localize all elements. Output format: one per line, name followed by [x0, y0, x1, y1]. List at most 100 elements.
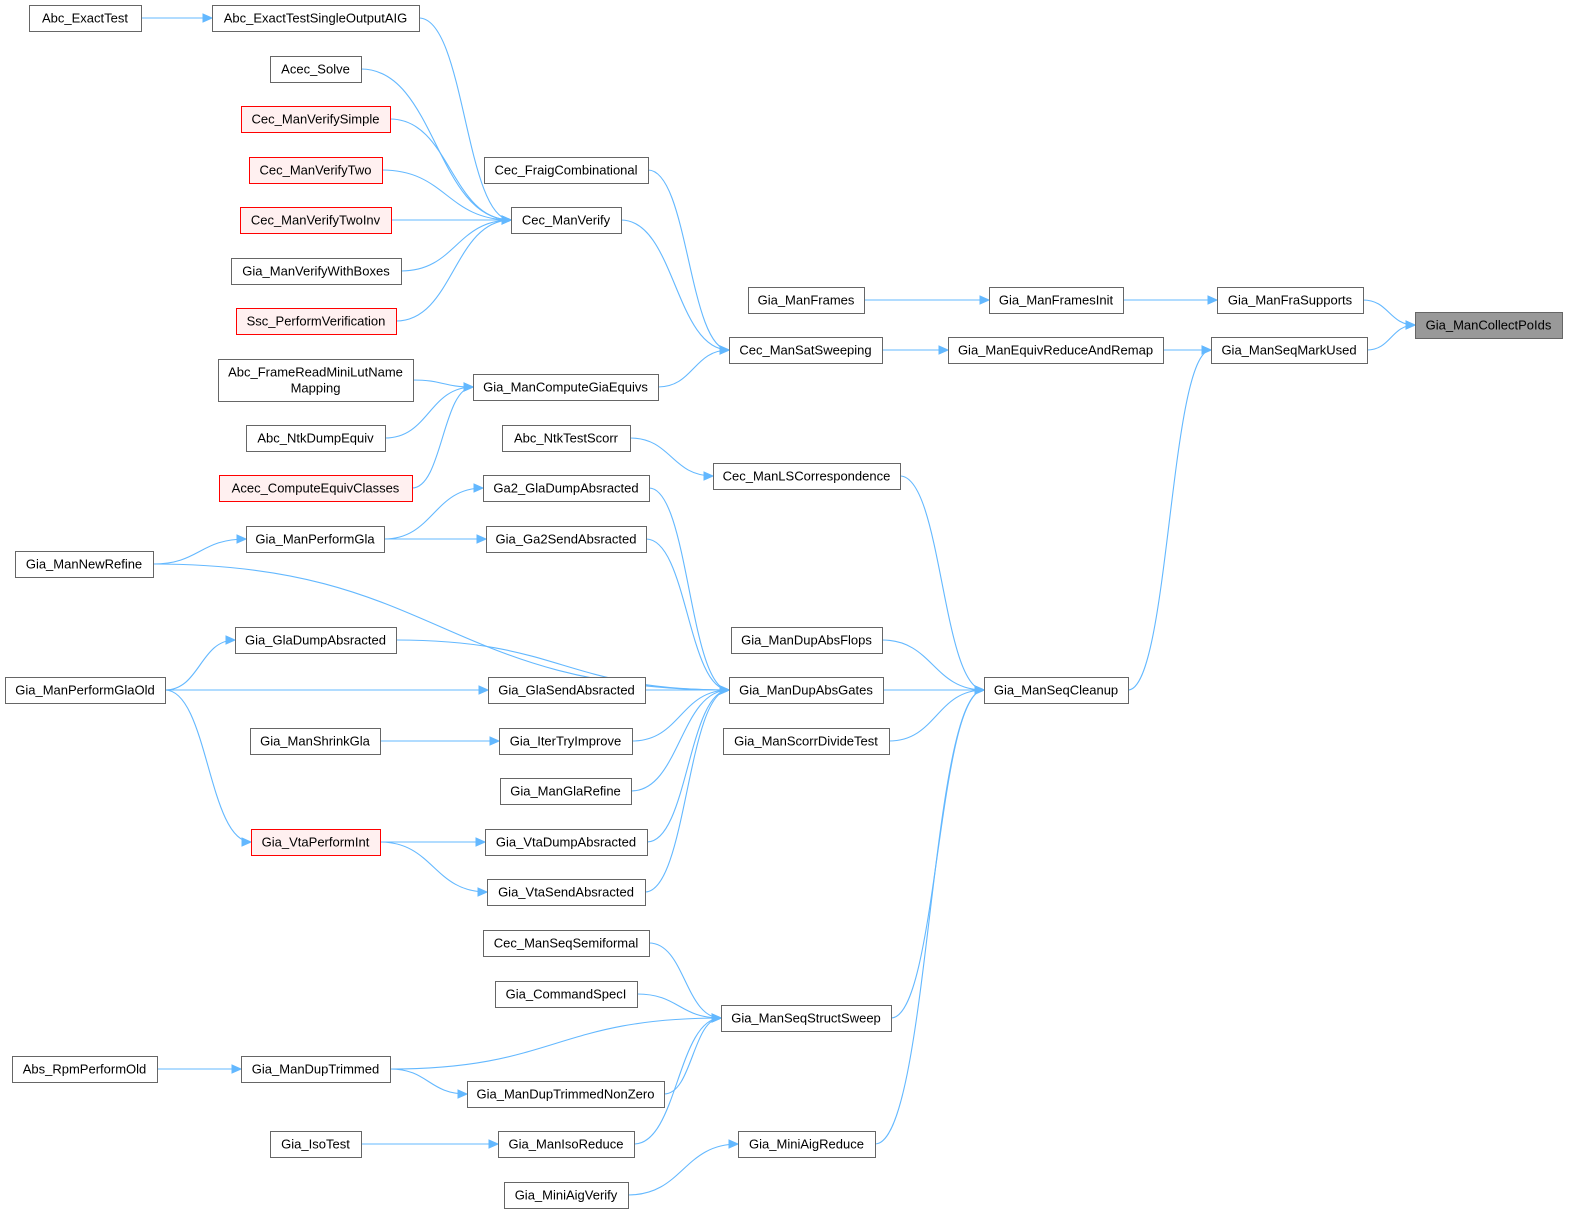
node-gia-mandupabsgates[interactable]: Gia_ManDupAbsGates — [729, 677, 884, 704]
node-gia-manseqstructsweep[interactable]: Gia_ManSeqStructSweep — [721, 1005, 892, 1032]
edge-gia-manperformglaold-to-gia-glasendabsracted — [164, 685, 490, 695]
node-abc-ntktestscorr[interactable]: Abc_NtkTestScorr — [502, 425, 631, 452]
node-label: Abc_ExactTest — [42, 11, 128, 26]
node-gia-manisoreduce[interactable]: Gia_ManIsoReduce — [498, 1131, 635, 1158]
node-gia-manequivreduceandremap[interactable]: Gia_ManEquivReduceAndRemap — [948, 337, 1164, 364]
node-cec-mansatsweeping[interactable]: Cec_ManSatSweeping — [729, 337, 883, 364]
node-cec-manverifysimple[interactable]: Cec_ManVerifySimple — [241, 106, 391, 133]
node-label: Cec_ManVerify — [522, 213, 611, 228]
edge-gia-manperformglaold-to-gia-gladumpabsracted — [164, 635, 237, 691]
node-cec-manverifytwo[interactable]: Cec_ManVerifyTwo — [249, 157, 383, 184]
node-label: Gia_ManFramesInit — [999, 293, 1114, 308]
node-label: Gia_ManScorrDivideTest — [734, 734, 878, 749]
node-label: Gia_MiniAigReduce — [749, 1137, 864, 1152]
edge-abs-rpmperformold-to-gia-manduptrimmed — [157, 1064, 243, 1074]
node-label: Gia_ManFraSupports — [1228, 293, 1353, 308]
node-label: Gia_ManDupTrimmedNonZero — [477, 1087, 655, 1102]
node-label: Abs_RpmPerformOld — [23, 1062, 147, 1077]
node-abc-ntkdumpequiv[interactable]: Abc_NtkDumpEquiv — [246, 425, 386, 452]
edge-gia-manisoreduce-to-gia-manseqstructsweep — [633, 1013, 723, 1145]
node-label: Abc_ExactTestSingleOutputAIG — [224, 11, 408, 26]
node-label: Cec_ManLSCorrespondence — [723, 469, 891, 484]
node-gia-gladumpabsracted[interactable]: Gia_GlaDumpAbsracted — [235, 627, 397, 654]
node-label: Gia_ManIsoReduce — [509, 1137, 624, 1152]
node-label: Gia_IterTryImprove — [510, 734, 622, 749]
edge-gia-manframes-to-gia-manframesinit — [863, 295, 991, 305]
edge-gia-manscorrdividetest-to-gia-manseqcleanup — [888, 685, 986, 742]
edge-gia-mandupabsgates-to-gia-manseqcleanup — [882, 685, 986, 695]
edge-gia-isotest-to-gia-manisoreduce — [360, 1139, 500, 1149]
node-gia-manduptrimmed[interactable]: Gia_ManDupTrimmed — [241, 1056, 391, 1083]
call-edges — [141, 13, 1417, 1196]
edge-gia-mancomputegiaequivs-to-cec-mansatsweeping — [657, 345, 731, 388]
node-gia-vtadumpabsracted[interactable]: Gia_VtaDumpAbsracted — [485, 829, 648, 856]
node-gia-manframesinit[interactable]: Gia_ManFramesInit — [989, 287, 1124, 314]
node-label: Gia_ManSeqCleanup — [994, 683, 1118, 698]
node-acec-computeequivclasses[interactable]: Acec_ComputeEquivClasses — [219, 475, 413, 502]
node-label: Abc_NtkTestScorr — [514, 431, 619, 446]
node-label: Gia_ManPerformGlaOld — [15, 683, 154, 698]
node-cec-manverify[interactable]: Cec_ManVerify — [511, 207, 622, 234]
edge-gia-manseqcleanup-to-gia-manseqmarkused — [1127, 345, 1213, 691]
node-gia-manverifywithboxes[interactable]: Gia_ManVerifyWithBoxes — [231, 258, 402, 285]
node-gia-miniaigverify[interactable]: Gia_MiniAigVerify — [504, 1182, 629, 1209]
node-abc-exacttestsingleoutputaig[interactable]: Abc_ExactTestSingleOutputAIG — [212, 5, 420, 32]
node-label: Cec_ManVerifySimple — [252, 112, 380, 127]
node-gia-manscorrdividetest[interactable]: Gia_ManScorrDivideTest — [723, 728, 890, 755]
node-gia-manseqmarkused[interactable]: Gia_ManSeqMarkUsed — [1211, 337, 1368, 364]
node-gia-manperformgla[interactable]: Gia_ManPerformGla — [246, 526, 385, 553]
node-gia-commandspeci[interactable]: Gia_CommandSpecI — [495, 981, 638, 1008]
node-label: Gia_ManEquivReduceAndRemap — [958, 343, 1153, 358]
node-gia-manframes[interactable]: Gia_ManFrames — [748, 287, 865, 314]
node-label: Gia_ManDupAbsGates — [739, 683, 873, 698]
node-cec-manverifytwoinv[interactable]: Cec_ManVerifyTwoInv — [240, 207, 392, 234]
node-label: Cec_ManVerifyTwoInv — [251, 213, 381, 228]
edge-gia-manduptrimmednonzero-to-gia-manseqstructsweep — [663, 1013, 723, 1095]
edge-abc-exacttestsingleoutputaig-to-cec-manverify — [418, 17, 513, 225]
node-label: Gia_GlaSendAbsracted — [498, 683, 635, 698]
node-label: Abc_NtkDumpEquiv — [257, 431, 374, 446]
node-label: Gia_ManVerifyWithBoxes — [242, 264, 390, 279]
edge-gia-mannewrefine-to-gia-manperformgla — [152, 534, 248, 565]
node-label: Gia_MiniAigVerify — [515, 1188, 618, 1203]
node-acec-solve[interactable]: Acec_Solve — [270, 56, 362, 83]
node-gia-mancomputegiaequivs[interactable]: Gia_ManComputeGiaEquivs — [473, 374, 659, 401]
edge-gia-manframesinit-to-gia-manfrasupports — [1122, 295, 1219, 305]
node-label: Gia_ManNewRefine — [26, 557, 142, 572]
function-nodes: Abc_ExactTest Abc_ExactTestSingleOutputAI… — [5, 5, 1563, 1209]
node-gia-manperformglaold[interactable]: Gia_ManPerformGlaOld — [5, 677, 166, 704]
node-gia-manglarefine[interactable]: Gia_ManGlaRefine — [500, 778, 632, 805]
node-ssc-performverification[interactable]: Ssc_PerformVerification — [236, 308, 397, 335]
node-gia-vtasendabsracted[interactable]: Gia_VtaSendAbsracted — [487, 879, 646, 906]
node-gia-manshrinkgla[interactable]: Gia_ManShrinkGla — [250, 728, 381, 755]
node-gia-isotest[interactable]: Gia_IsoTest — [270, 1131, 362, 1158]
edge-gia-vtasendabsracted-to-gia-mandupabsgates — [644, 685, 731, 893]
node-gia-miniaigreduce[interactable]: Gia_MiniAigReduce — [738, 1131, 876, 1158]
node-ga2-gladumpabsracted[interactable]: Ga2_GlaDumpAbsracted — [483, 475, 650, 502]
node-cec-manseqsemiformal[interactable]: Cec_ManSeqSemiformal — [483, 930, 650, 957]
node-gia-mancollectpoids[interactable]: Gia_ManCollectPoIds — [1415, 312, 1563, 339]
edge-gia-ga2sendabsracted-to-gia-mandupabsgates — [645, 538, 731, 695]
node-gia-ga2sendabsracted[interactable]: Gia_Ga2SendAbsracted — [486, 526, 647, 553]
node-abs-rpmperformold[interactable]: Abs_RpmPerformOld — [12, 1056, 158, 1083]
node-label: Gia_IsoTest — [281, 1137, 350, 1152]
node-gia-glasendabsracted[interactable]: Gia_GlaSendAbsracted — [488, 677, 646, 704]
node-gia-mandupabsflops[interactable]: Gia_ManDupAbsFlops — [731, 627, 883, 654]
edge-abc-exacttest-to-abc-exacttestsingleoutputaig — [141, 13, 214, 23]
node-label: Gia_ManDupAbsFlops — [741, 633, 872, 648]
node-label: Gia_ManDupTrimmed — [252, 1062, 379, 1077]
node-abc-exacttest[interactable]: Abc_ExactTest — [29, 5, 142, 32]
edge-gia-manduptrimmed-to-gia-manseqstructsweep — [389, 1013, 723, 1070]
node-gia-manduptrimmednonzero[interactable]: Gia_ManDupTrimmedNonZero — [467, 1081, 665, 1108]
node-gia-mannewrefine[interactable]: Gia_ManNewRefine — [15, 551, 154, 578]
node-cec-fraigcombinational[interactable]: Cec_FraigCombinational — [484, 157, 649, 184]
node-gia-itertryimprove[interactable]: Gia_IterTryImprove — [499, 728, 633, 755]
edge-cec-mansatsweeping-to-gia-manequivreduceandremap — [882, 345, 950, 355]
edge-acec-computeequivclasses-to-gia-mancomputegiaequivs — [411, 382, 475, 489]
node-cec-manlscorrespondence[interactable]: Cec_ManLSCorrespondence — [713, 463, 901, 490]
node-gia-manfrasupports[interactable]: Gia_ManFraSupports — [1217, 287, 1364, 314]
node-gia-vtaperformint[interactable]: Gia_VtaPerformInt — [251, 829, 381, 856]
node-gia-manseqcleanup[interactable]: Gia_ManSeqCleanup — [984, 677, 1129, 704]
